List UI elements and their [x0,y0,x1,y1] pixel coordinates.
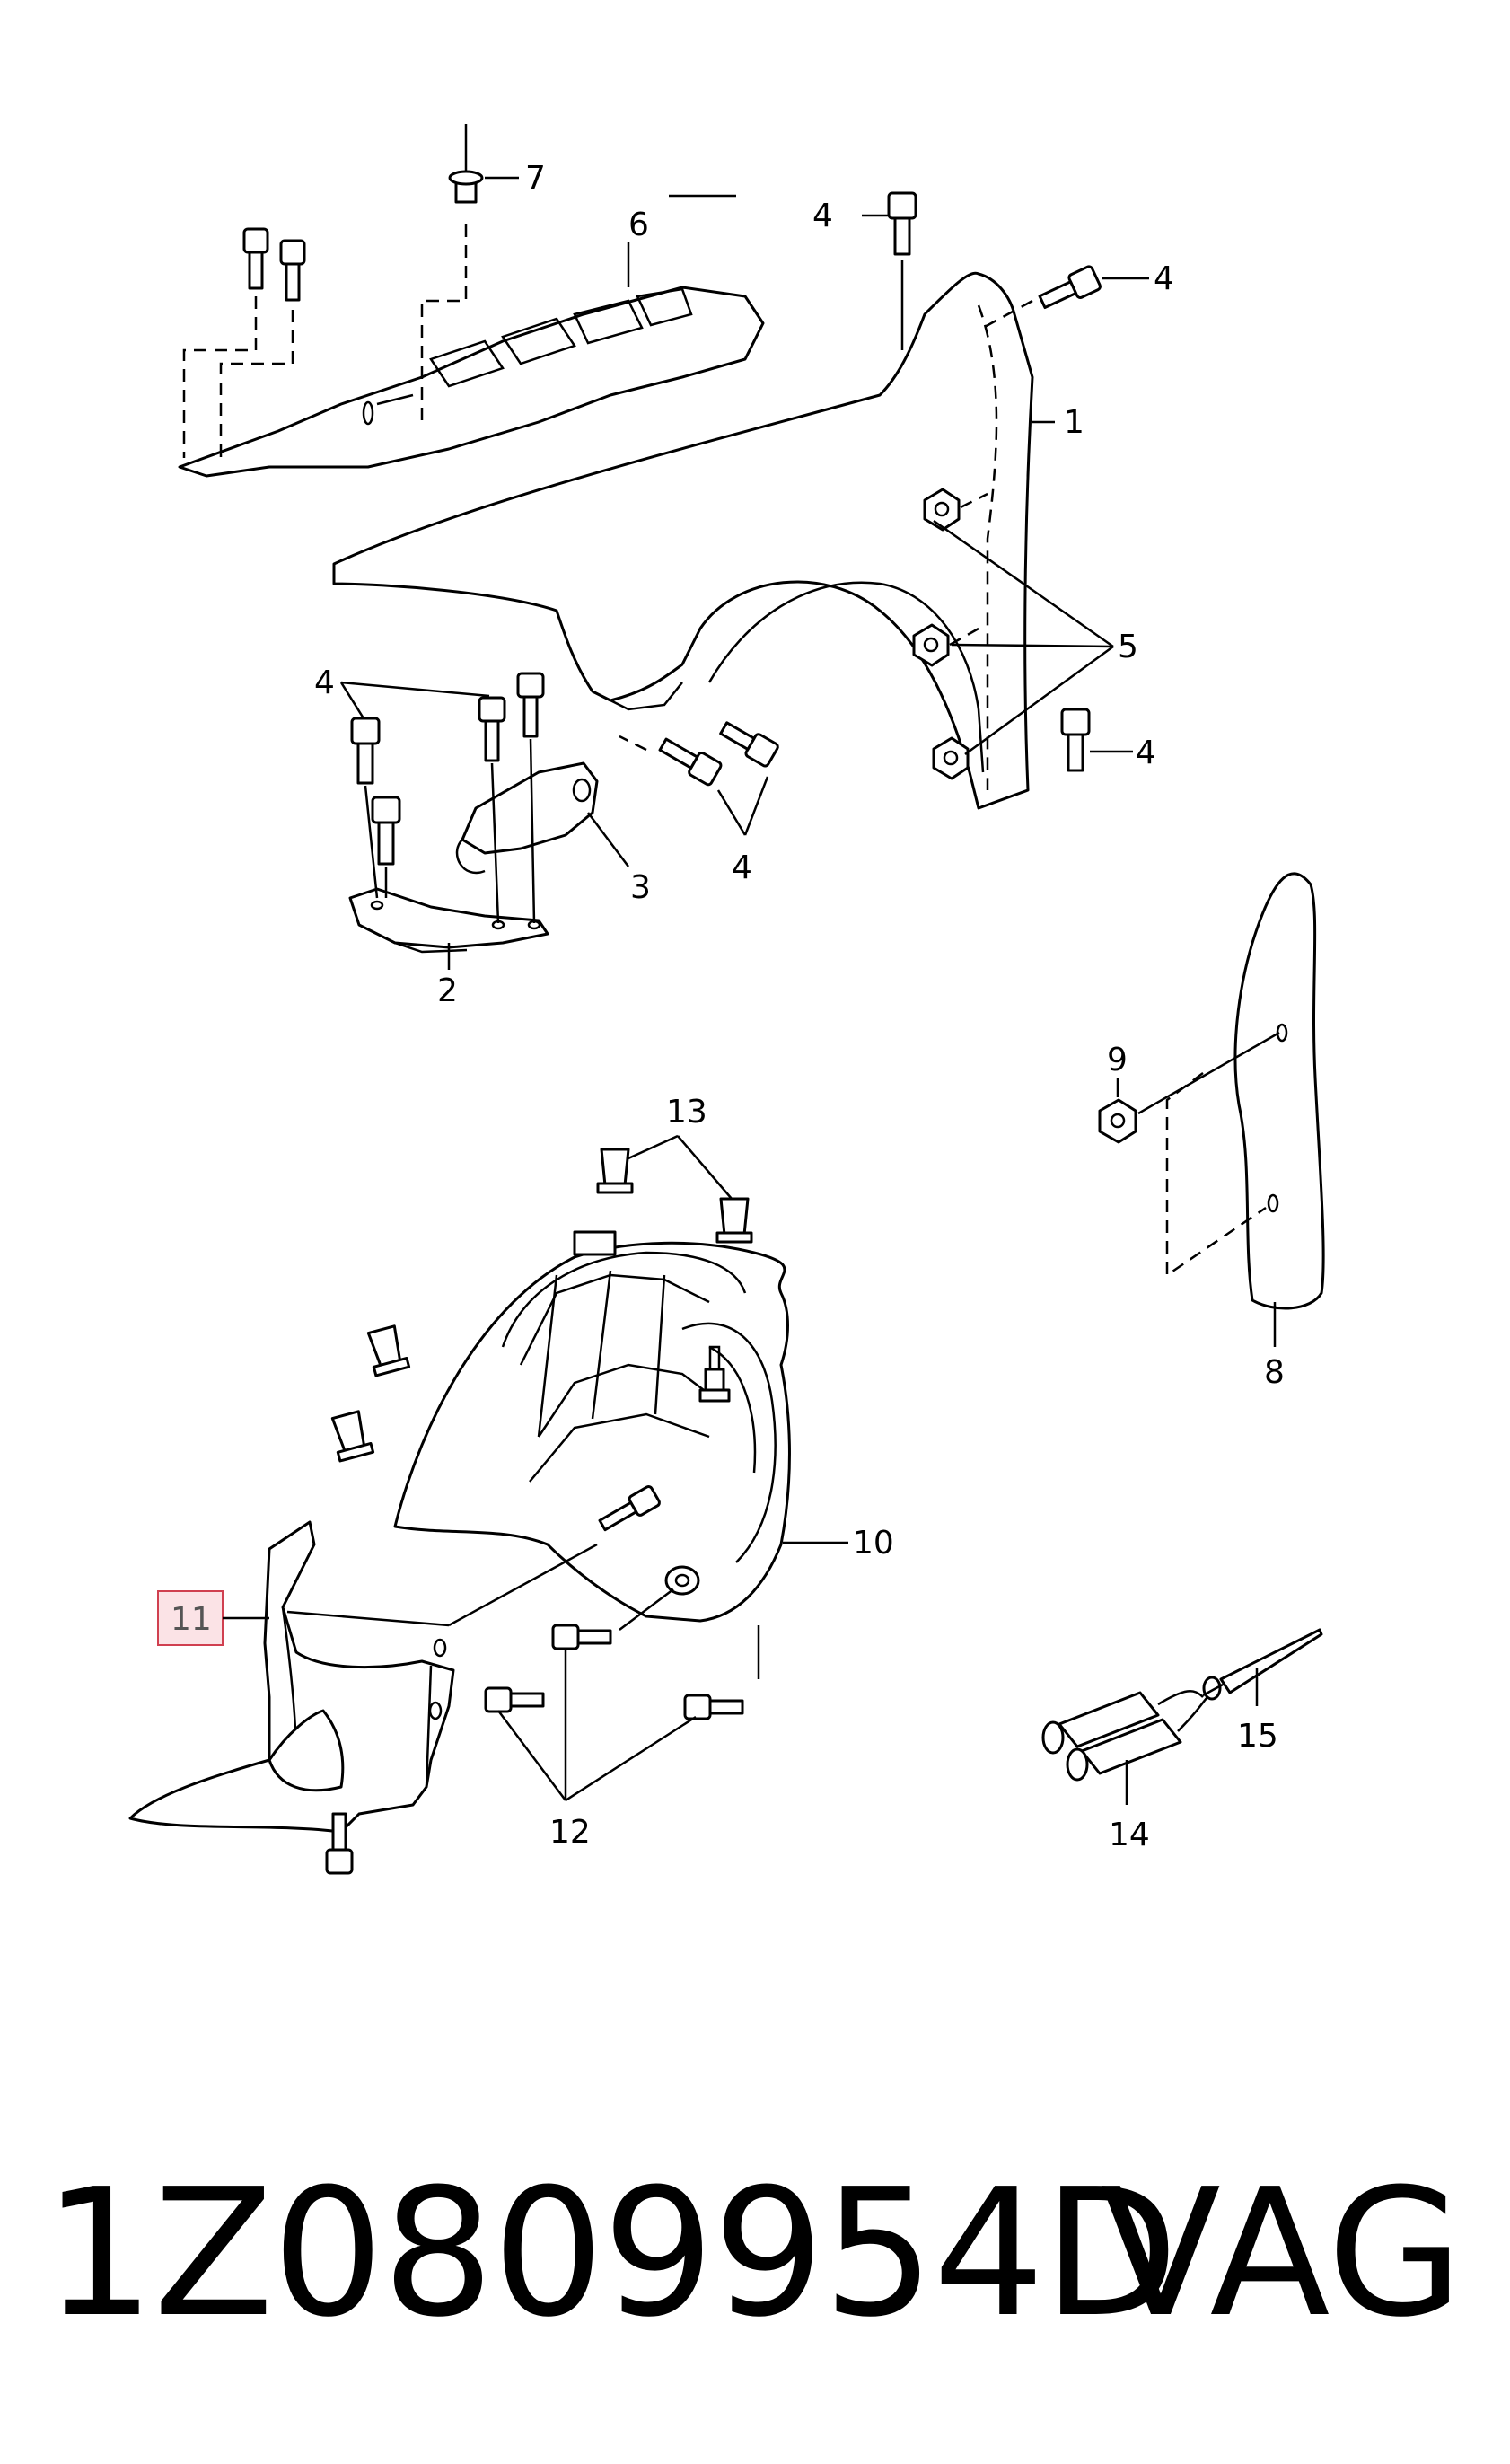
brand-name: VAG [1100,2152,1463,2356]
bolt-left-d [516,672,545,738]
bolt-upper-left-a [242,227,269,290]
screw-12-b [551,1624,612,1650]
clip-on-liner [698,1345,731,1403]
callout-14: 14 [1109,1817,1150,1853]
callout-4-center: 4 [732,849,752,886]
bolt-right-lower [1060,708,1091,772]
callout-4-top-right: 4 [1154,260,1174,297]
callout-3: 3 [630,869,651,906]
fender-part-1 [332,271,1034,810]
bolt-left-c [478,696,506,762]
callout-5: 5 [1118,629,1138,665]
clip-13-c [366,1324,411,1377]
support-part-3 [455,761,599,875]
callout-4-top-center: 4 [812,198,833,234]
callout-13: 13 [666,1094,707,1131]
callout-15: 15 [1237,1718,1278,1755]
nut-part-9 [1098,1098,1137,1144]
nut-5-a [923,488,961,532]
screw-12-c [484,1686,545,1713]
bolt-angled-b [719,721,779,768]
grommet-part-15 [1202,1628,1323,1701]
callout-2: 2 [437,972,458,1009]
callout-9: 9 [1107,1042,1128,1078]
bolt-left-b [371,796,401,866]
part-number: 1Z0809954D [43,2152,1179,2356]
bolt-angled-a [658,737,723,787]
clip-13-b [715,1197,753,1244]
rivet-part-7 [448,124,484,204]
callout-11-box [157,1590,224,1646]
callout-8: 8 [1264,1354,1285,1391]
footer-caption: 1Z0809954D VAG [0,2137,1510,2371]
liner-part-10 [393,1230,791,1623]
clip-13-d [330,1410,375,1463]
callout-4-left: 4 [314,664,335,701]
connector-part-14 [1041,1690,1208,1782]
bracket-part-6 [178,286,765,478]
callout-11: 11 [171,1601,212,1638]
liner-part-11 [128,1520,455,1834]
screw-12-a [598,1485,661,1532]
bolt-left-a [350,717,381,785]
callout-4-right: 4 [1136,735,1156,771]
callout-6: 6 [628,207,649,243]
callout-11-highlight[interactable]: 11 [157,1590,224,1646]
callout-7: 7 [525,160,546,197]
bolt-upper-left-b [279,239,306,302]
callout-1: 1 [1064,404,1084,441]
nut-5-c [932,736,970,780]
callout-12: 12 [549,1814,591,1851]
screw-12-e [325,1812,354,1875]
bracket-part-2 [348,887,549,954]
clip-13-a [596,1148,634,1194]
bolt-top-right [1038,265,1102,310]
seal-part-8 [1233,872,1325,1310]
nut-5-b [912,623,950,667]
callout-10: 10 [853,1525,894,1562]
bolt-top-center [887,191,917,256]
washer-12 [664,1565,700,1596]
screw-12-d [683,1694,744,1720]
